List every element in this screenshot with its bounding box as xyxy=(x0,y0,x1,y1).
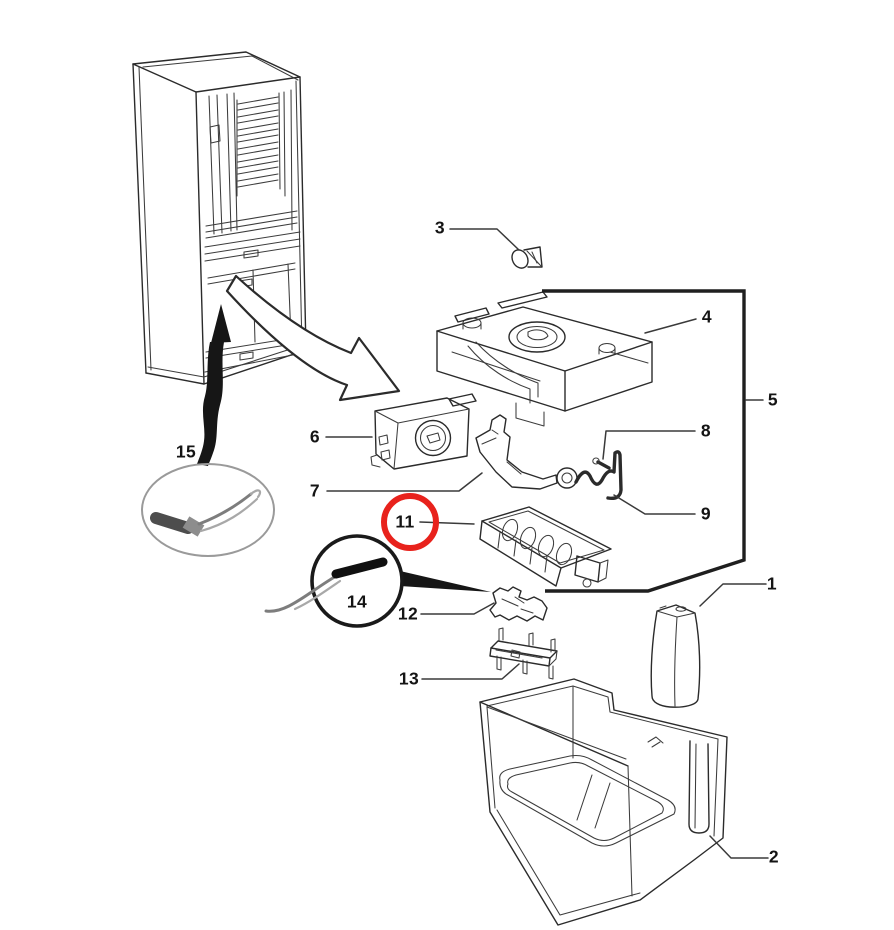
part-3-clip xyxy=(511,246,543,269)
part-14-pointer-triangle xyxy=(400,571,491,592)
leader-line-2 xyxy=(709,835,769,859)
part-label-12: 12 xyxy=(397,603,419,624)
part-8-screw xyxy=(592,457,611,470)
part-15-cable xyxy=(150,489,262,537)
part-7-bracket xyxy=(475,414,558,490)
leader-line-13 xyxy=(421,663,520,680)
bracket-line-5 xyxy=(542,289,764,593)
highlight-circle-part-11 xyxy=(381,493,439,551)
leader-line-12 xyxy=(420,602,495,615)
part-label-4: 4 xyxy=(701,306,713,327)
part-label-7: 7 xyxy=(309,480,321,501)
part-label-8: 8 xyxy=(700,420,712,441)
part-label-5: 5 xyxy=(767,389,779,410)
part-13-mounting-rail xyxy=(489,627,558,680)
part-15-detail-ellipse xyxy=(141,463,275,557)
part-9-sensor-arm xyxy=(556,450,623,501)
part-label-6: 6 xyxy=(309,426,321,447)
freezer-interior xyxy=(205,89,298,239)
part-label-15: 15 xyxy=(175,441,197,462)
part-label-2: 2 xyxy=(768,846,780,867)
leader-line-7 xyxy=(326,472,483,492)
part-2-ice-bin xyxy=(479,678,728,926)
leader-line-8 xyxy=(602,430,696,460)
part-label-1: 1 xyxy=(766,573,778,594)
part-4-ice-maker-assembly xyxy=(436,291,653,427)
leader-line-9 xyxy=(613,494,696,515)
part-11-ice-tray xyxy=(479,506,612,588)
part-1-cover xyxy=(650,604,701,708)
leader-lines xyxy=(325,228,769,859)
part-14-sensor-probe xyxy=(264,557,388,613)
part-12-bracket xyxy=(489,586,548,622)
part-label-9: 9 xyxy=(700,503,712,524)
compartment-divider xyxy=(204,231,301,262)
part-label-3: 3 xyxy=(434,217,446,238)
part-label-14: 14 xyxy=(346,591,368,612)
evaporator-fins xyxy=(237,96,279,188)
routing-arrow-black xyxy=(197,304,231,466)
part-6-drive-module xyxy=(370,393,477,470)
leader-line-1 xyxy=(699,583,767,607)
part-label-13: 13 xyxy=(398,668,420,689)
leader-line-3 xyxy=(449,228,520,251)
leader-line-4 xyxy=(644,318,697,334)
location-arrow-white xyxy=(225,274,401,402)
part-label-11: 11 xyxy=(395,511,415,532)
refrigerator-cabinet xyxy=(132,51,307,385)
leader-line-11 xyxy=(419,521,475,525)
